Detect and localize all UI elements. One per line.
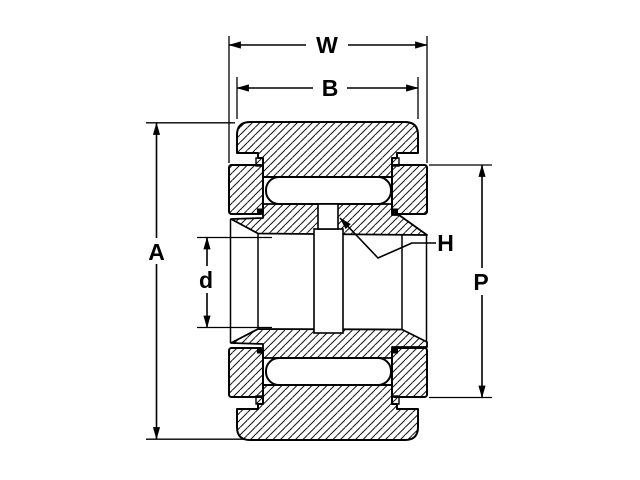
- label-backing: [313, 76, 347, 98]
- labyrinth-notch: [257, 208, 263, 215]
- outer-ring-top: [236, 121, 419, 178]
- labyrinth-notch: [392, 347, 398, 354]
- dimension-b: B: [236, 75, 419, 101]
- outer-ring-bottom: [236, 384, 419, 441]
- flange-top-left: [228, 157, 264, 215]
- label-backing: [468, 268, 495, 295]
- dimension-label-p: P: [473, 269, 488, 295]
- dimension-label-w: W: [316, 32, 338, 58]
- flange-bottom-left: [228, 347, 264, 405]
- label-backing: [194, 266, 219, 293]
- flange-bottom-right: [391, 347, 428, 405]
- needle-roller-top: [265, 176, 392, 205]
- lubrication-hole: [317, 203, 339, 230]
- flange-top-right: [391, 157, 428, 215]
- label-backing: [306, 33, 348, 55]
- dimension-h: H: [339, 217, 454, 259]
- labyrinth-notch: [392, 208, 398, 215]
- dimension-label-d: d: [199, 267, 213, 293]
- dimension-d: d: [194, 236, 219, 329]
- dimension-p: P: [468, 164, 495, 399]
- lubrication-counterbore: [313, 228, 344, 334]
- needle-roller-bottom: [265, 357, 392, 386]
- dimension-label-a: A: [148, 239, 165, 265]
- leader-line: [339, 217, 436, 259]
- labyrinth-notch: [257, 347, 263, 354]
- dimension-label-h: H: [437, 230, 454, 256]
- dimension-label-b: B: [322, 75, 339, 101]
- label-backing: [143, 238, 170, 264]
- dimension-w: W: [228, 32, 428, 58]
- dimension-a: A: [143, 122, 170, 440]
- bore-silhouette-lines: [229, 219, 428, 343]
